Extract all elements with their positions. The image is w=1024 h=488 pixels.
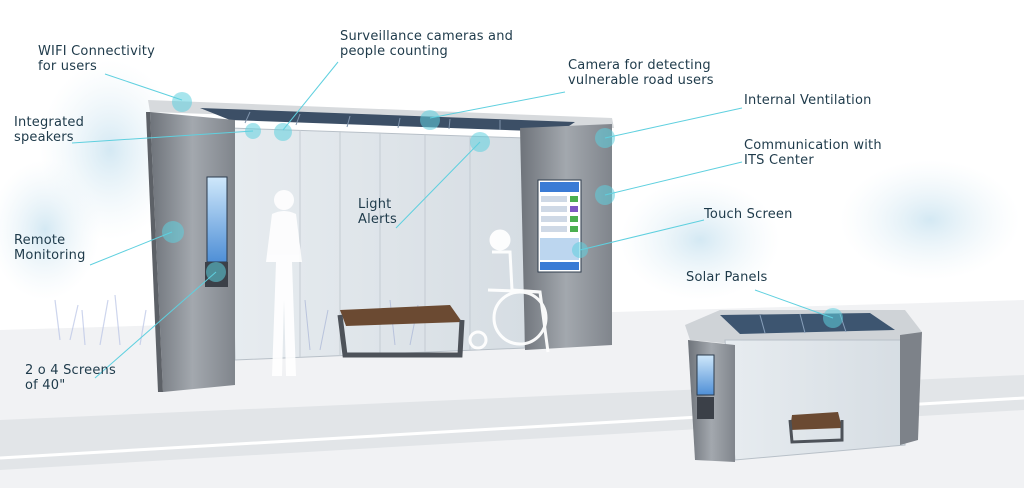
wheelchair-silhouette xyxy=(468,229,550,353)
label-integrated-speakers: Integrated speakers xyxy=(14,115,85,145)
label-camera-vru: Camera for detecting vulnerable road use… xyxy=(568,58,714,88)
label-remote-monitoring: Remote Monitoring xyxy=(14,233,86,263)
light-alert-dot xyxy=(470,132,490,152)
speaker-dot xyxy=(245,123,261,139)
label-light-alerts: Light Alerts xyxy=(358,197,397,227)
label-its-center: Communication with ITS Center xyxy=(744,138,882,168)
label-solar-panels: Solar Panels xyxy=(686,270,768,285)
callout-dots xyxy=(162,92,843,328)
label-wifi-connectivity: WIFI Connectivity for users xyxy=(38,44,155,74)
remote-monitoring-dot xyxy=(162,221,184,243)
touch-screen-dot xyxy=(572,242,588,258)
screens-dot xyxy=(206,262,226,282)
label-touch-screen: Touch Screen xyxy=(704,207,793,222)
surveillance-camera-dot xyxy=(274,123,292,141)
wifi-hotspot-dot xyxy=(172,92,192,112)
solar-panel-dot xyxy=(823,308,843,328)
ventilation-dot xyxy=(595,128,615,148)
its-center-dot xyxy=(595,185,615,205)
callout-lines xyxy=(71,61,834,379)
person-silhouette xyxy=(266,190,302,376)
label-surveillance-cameras: Surveillance cameras and people counting xyxy=(340,29,514,59)
vru-camera-dot xyxy=(420,110,440,130)
main-shelter xyxy=(146,100,614,392)
label-screens: 2 o 4 Screens of 40" xyxy=(25,363,116,393)
small-shelter xyxy=(685,310,922,462)
label-internal-ventilation: Internal Ventilation xyxy=(744,93,872,108)
